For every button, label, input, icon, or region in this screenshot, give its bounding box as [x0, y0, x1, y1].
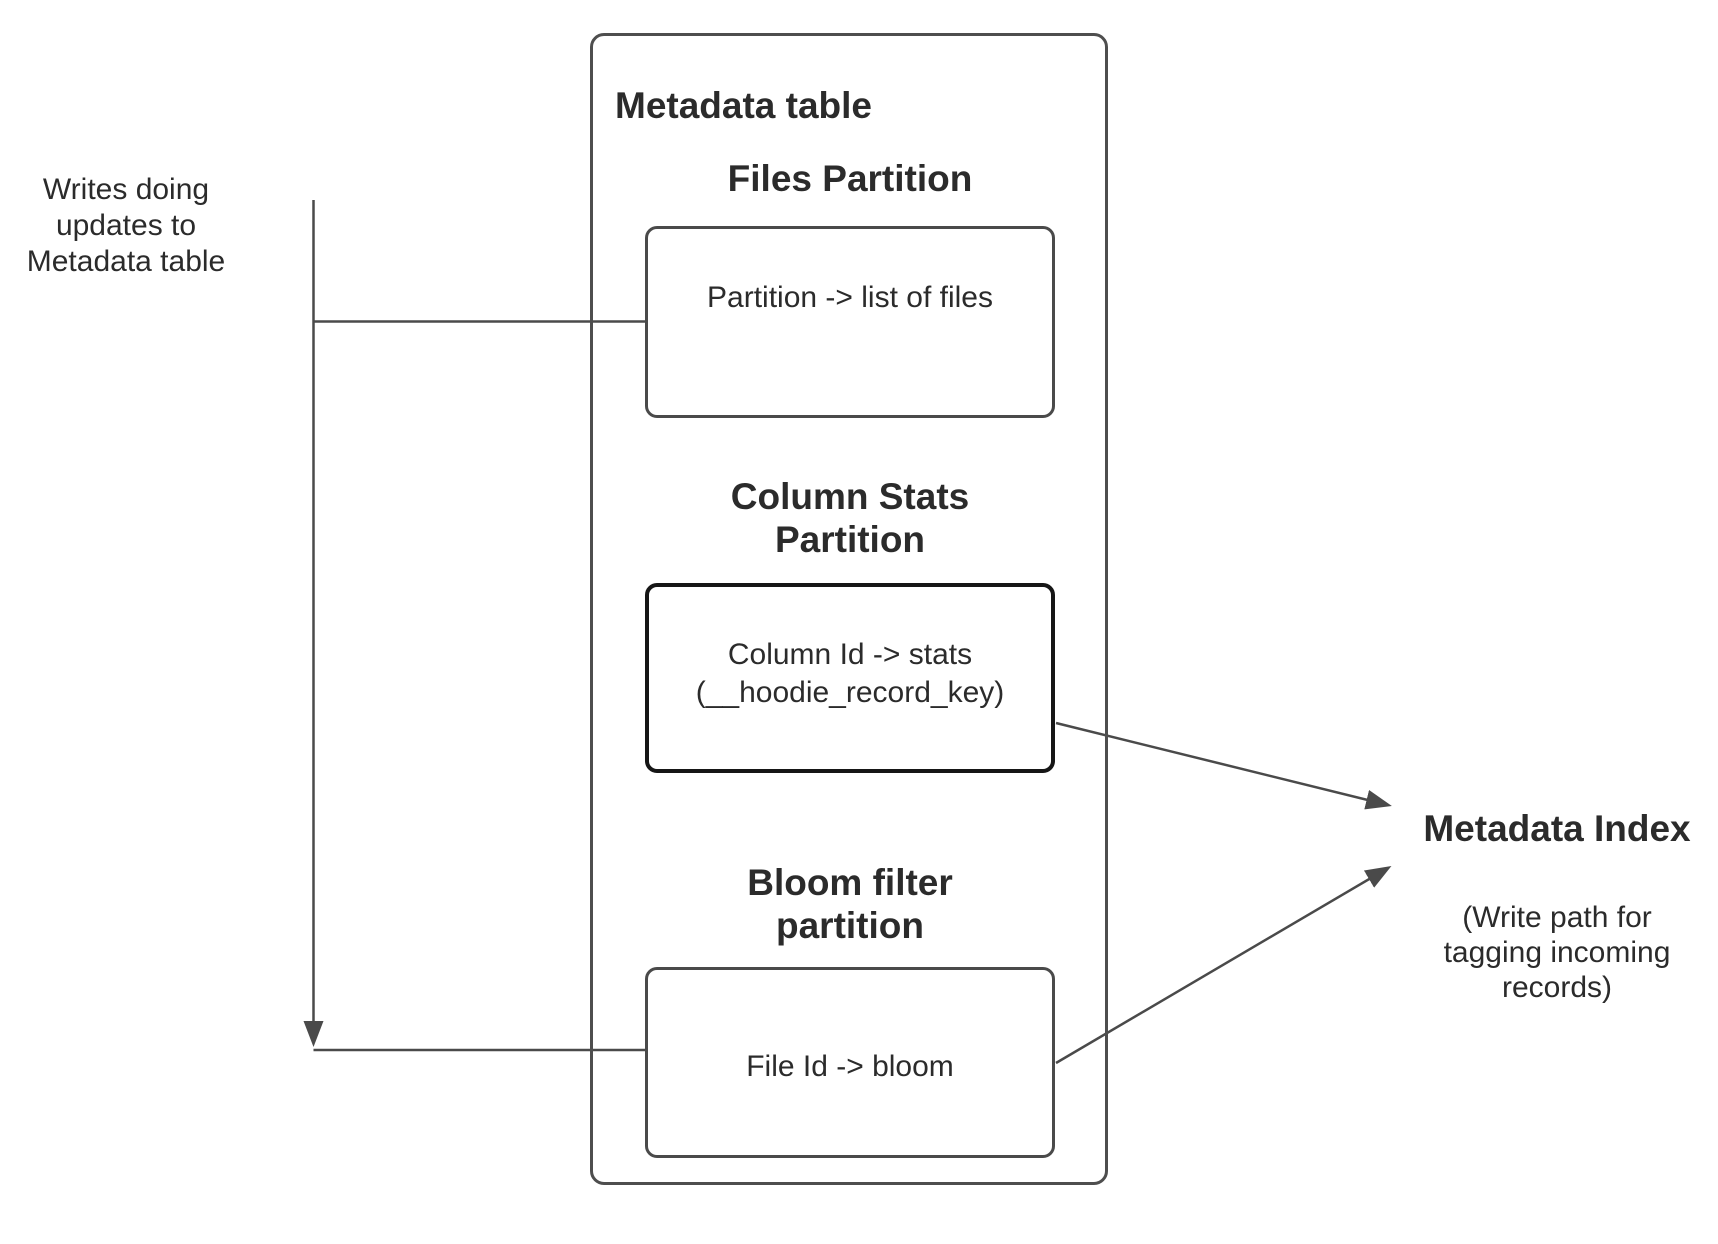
column-stats-partition-box: [645, 583, 1055, 773]
writes-updates-label: Writes doing updates to Metadata table: [26, 173, 226, 278]
bloom-filter-partition-heading: Bloom filter partition: [747, 862, 953, 946]
metadata-table-box: [590, 33, 1108, 1185]
metadata-index-title: Metadata Index: [1423, 808, 1691, 849]
bloom-filter-partition-box: [645, 967, 1055, 1158]
files-partition-body: Partition -> list of files: [707, 281, 993, 314]
metadata-table-title: Metadata table: [615, 85, 873, 126]
files-partition-heading: Files Partition: [727, 158, 973, 199]
metadata-index-subtitle: (Write path for tagging incoming records…: [1443, 901, 1671, 1004]
column-stats-partition-heading: Column Stats Partition: [730, 476, 970, 560]
column-stats-partition-body: Column Id -> stats (__hoodie_record_key): [695, 638, 1005, 709]
files-partition-box: [645, 226, 1055, 418]
bloom-filter-partition-body: File Id -> bloom: [746, 1050, 954, 1083]
